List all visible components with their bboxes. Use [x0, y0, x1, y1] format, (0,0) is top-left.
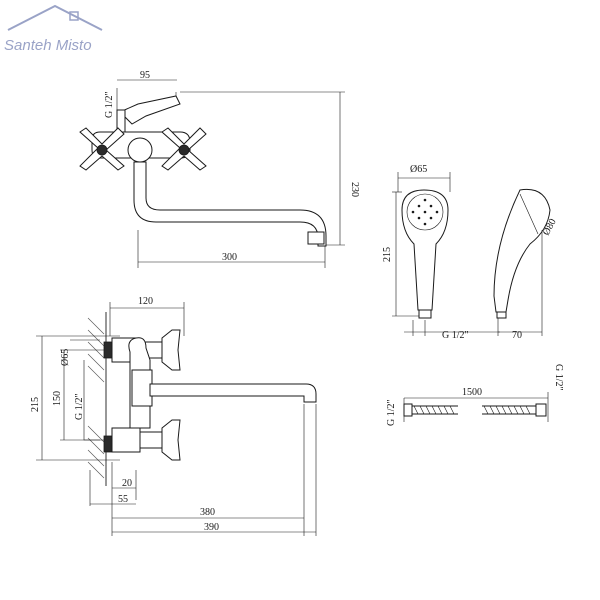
dim-thread-hose-right: G 1/2" — [553, 364, 564, 391]
dim-thread-hose-left: G 1/2" — [386, 399, 397, 426]
dim-390: 390 — [204, 522, 219, 533]
dim-70-shower: 70 — [512, 330, 522, 341]
dim-300: 300 — [222, 252, 237, 263]
front-view: 95 G 1/2" 230 300 — [79, 70, 360, 268]
dim-thread-shower: G 1/2" — [442, 330, 469, 341]
house-roof-icon — [7, 4, 103, 31]
hose-view: G 1/2" 1500 G 1/2" — [386, 364, 564, 426]
dim-thread-side: G 1/2" — [74, 393, 85, 420]
dim-dia65-shower: Ø65 — [410, 164, 427, 175]
dim-20: 20 — [122, 478, 132, 489]
brand-name: Santeh Misto — [4, 37, 92, 54]
dim-dia65-side: Ø65 — [60, 349, 71, 366]
brand-logo: Santeh Misto — [4, 4, 103, 54]
side-view: 120 215 150 Ø65 G 1/2" 20 — [30, 296, 317, 536]
dim-215-side: 215 — [30, 397, 41, 412]
dim-380: 380 — [200, 507, 215, 518]
dim-95: 95 — [140, 70, 150, 81]
dim-thread-top: G 1/2" — [104, 91, 115, 118]
dim-1500: 1500 — [462, 387, 482, 398]
dim-230: 230 — [349, 182, 360, 197]
dim-215-shower: 215 — [382, 247, 393, 262]
dim-150-side: 150 — [52, 391, 63, 406]
house-window-icon — [69, 11, 79, 21]
dim-55: 55 — [118, 494, 128, 505]
dim-120: 120 — [138, 296, 153, 307]
hand-shower-view: Ø65 215 G 1/2" Ø80 70 — [382, 164, 559, 341]
